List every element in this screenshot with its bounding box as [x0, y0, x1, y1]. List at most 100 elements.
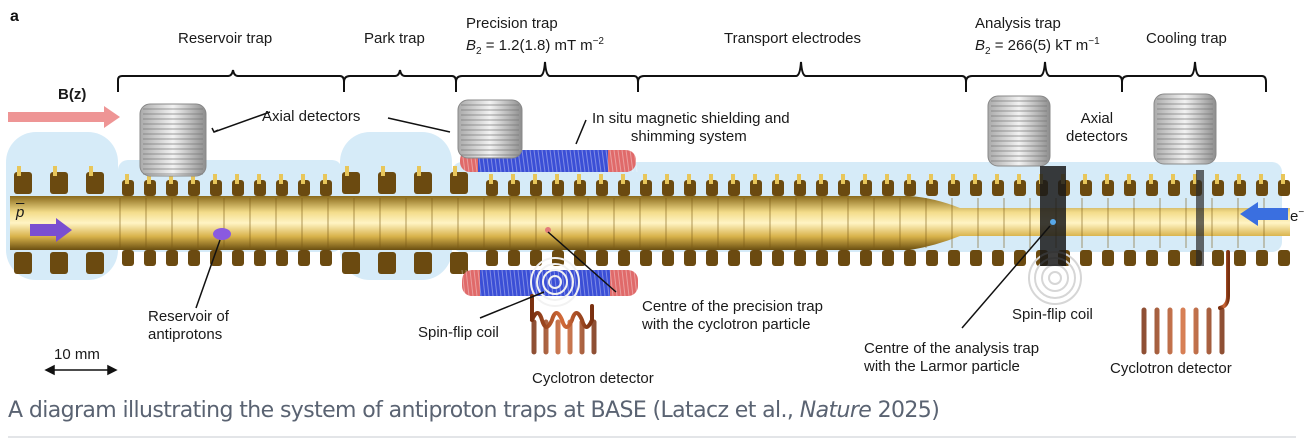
electrode-pin [555, 174, 559, 184]
field-label: B(z) [58, 86, 87, 103]
electrode-tooth [320, 250, 332, 266]
coil-winding [605, 269, 610, 297]
antiproton-arrow [30, 218, 72, 242]
electrode-tooth [450, 172, 468, 194]
coil-winding [521, 269, 526, 297]
electrode-pin [53, 166, 57, 176]
coil-winding [553, 149, 558, 173]
electrode-pin [577, 174, 581, 184]
electrode-teeth [14, 166, 1290, 274]
coil-winding [597, 149, 602, 173]
electrode-tooth [1102, 250, 1114, 266]
electrode-pin [665, 174, 669, 184]
electrode-pin [279, 174, 283, 184]
electrode-tooth [50, 172, 68, 194]
brace-park [343, 69, 457, 92]
coil-winding [537, 149, 542, 173]
electrode-tooth [378, 172, 396, 194]
electron-symbol: e− [1290, 207, 1305, 225]
coil-winding [613, 269, 618, 297]
electrode-pin [621, 174, 625, 184]
electrode-pin [257, 174, 261, 184]
coil-winding [545, 149, 550, 173]
coil-winding [533, 149, 538, 173]
cyclotron-particle [545, 227, 551, 233]
electrode-pin [345, 166, 349, 176]
coil-winding [625, 269, 630, 297]
electrode-pin [1259, 174, 1263, 184]
coil-winding [493, 269, 498, 297]
electrode-pin [235, 174, 239, 184]
electrode-tooth [1234, 250, 1246, 266]
electrode-tooth [970, 250, 982, 266]
coil-winding [621, 269, 626, 297]
electrode-tooth [882, 250, 894, 266]
figure-caption: A diagram illustrating the system of ant… [8, 398, 940, 423]
coil-winding [629, 149, 634, 173]
electron-arrow [1240, 202, 1288, 226]
brace-analysis [965, 61, 1123, 92]
coil-winding [565, 149, 570, 173]
electrode-pin [1149, 174, 1153, 184]
coil-winding [617, 269, 622, 297]
electrode-tooth [450, 252, 468, 274]
electrode-pin [819, 174, 823, 184]
electrode-tooth [926, 250, 938, 266]
coil-winding [525, 149, 530, 173]
electrode-pin [1105, 174, 1109, 184]
electrode-tooth [1080, 250, 1092, 266]
coil-winding [561, 269, 566, 297]
electrode-pin [885, 174, 889, 184]
electrode-tooth [838, 250, 850, 266]
coil-winding [561, 149, 566, 173]
coil-winding [541, 149, 546, 173]
electrode-tooth [1278, 250, 1290, 266]
coil-winding [557, 149, 562, 173]
leader-lines [195, 111, 1051, 329]
coil-winding [529, 149, 534, 173]
electrode-tooth [486, 250, 498, 266]
coil-winding [629, 269, 634, 297]
coil-winding [549, 149, 554, 173]
electrode-tooth [144, 250, 156, 266]
electrode-pin [687, 174, 691, 184]
coil-winding [485, 269, 490, 297]
electrode-tooth [508, 250, 520, 266]
label-shielding-system: In situ magnetic shielding and shimming … [592, 110, 790, 145]
electrode-pin [417, 166, 421, 176]
coil-winding [593, 149, 598, 173]
coil-winding [465, 269, 470, 297]
electrode-tooth [122, 250, 134, 266]
journal-name: Nature [799, 398, 872, 423]
cyclotron-detector-left [530, 294, 597, 355]
label-precision-trap-centre: Centre of the precision trap with the cy… [642, 298, 823, 333]
coil-winding [605, 149, 610, 173]
coil-winding [609, 269, 614, 297]
coil-winding [633, 149, 638, 173]
electrode-tooth [596, 250, 608, 266]
electrode-pin [17, 166, 21, 176]
label-spin-flip-coil-left: Spin-flip coil [418, 324, 499, 341]
scale-bar-label: 10 mm [54, 346, 100, 363]
label-analysis-trap-centre: Centre of the analysis trap with the Lar… [864, 340, 1040, 375]
electrode-tooth [1146, 250, 1158, 266]
coil-winding [625, 149, 630, 173]
electrode-pin [1083, 174, 1087, 184]
electrode-tooth [1014, 250, 1026, 266]
cooling-trap-ring [1196, 170, 1204, 266]
larmor-particle [1050, 219, 1056, 225]
coil-winding [617, 149, 622, 173]
electrode-pin [1281, 174, 1285, 184]
scale-bar [44, 364, 118, 376]
electrode-pin [125, 174, 129, 184]
electrode-pin [995, 174, 999, 184]
electrode-pin [643, 174, 647, 184]
cyclotron-detector-right [1141, 250, 1230, 355]
coil-winding [505, 269, 510, 297]
analysis-trap-ring [1040, 166, 1066, 266]
coil-winding [473, 269, 478, 297]
coil-winding [517, 269, 522, 297]
panel-label: a [10, 8, 19, 25]
coil-winding [569, 149, 574, 173]
electrode-pin [213, 174, 217, 184]
